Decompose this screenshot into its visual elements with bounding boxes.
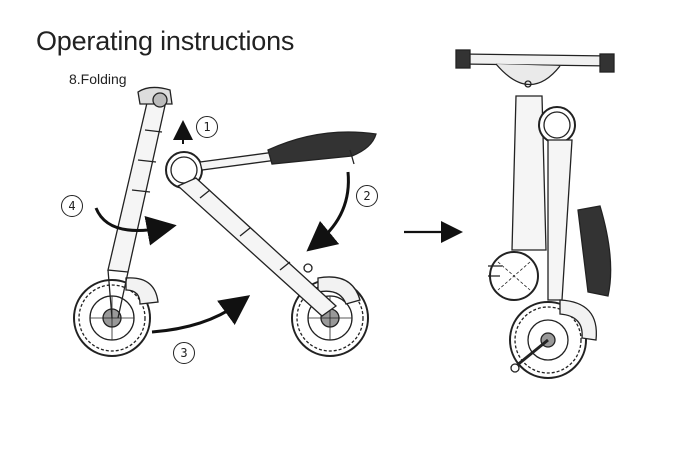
section-subtitle: 8.Folding [69,71,127,87]
curved-arrow-4-icon [94,207,177,246]
step-arrows [94,120,350,334]
step-badge-3: 3 [173,342,195,364]
scooter-unfolded-illustration [73,86,377,357]
step-badge-4: 4 [61,195,83,217]
page-title: Operating instructions [36,26,295,56]
scooter-folded-illustration [455,49,615,379]
step-badge-1: 1 [196,116,218,138]
curved-arrow-3-icon [151,295,251,334]
step-badge-2: 2 [356,185,378,207]
curved-arrow-2-icon [306,171,350,252]
